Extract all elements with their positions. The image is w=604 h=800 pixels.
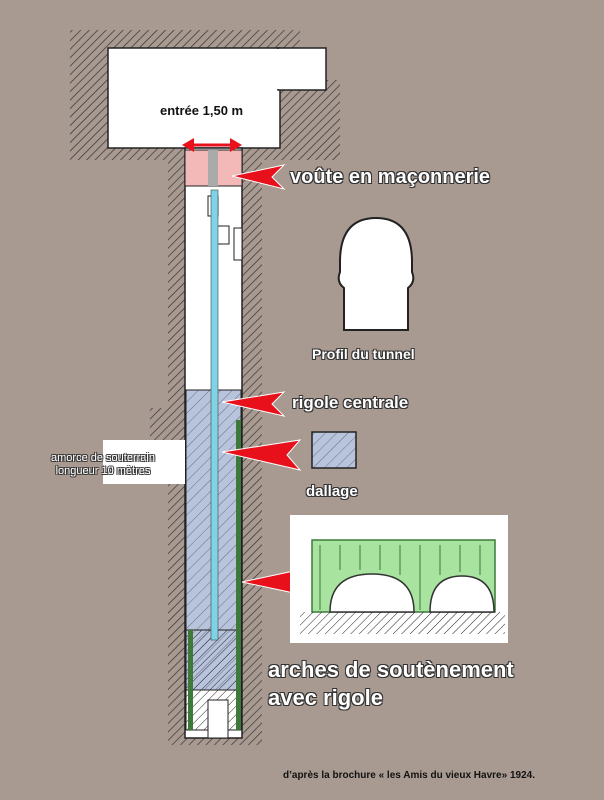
- profile-label: Profil du tunnel: [312, 346, 415, 362]
- arches-inset: [290, 515, 508, 643]
- paving-sample-square: [311, 431, 357, 469]
- channel-label: rigole centrale: [292, 393, 409, 412]
- gallery-label: amorce de souterrain longueur 10 mètres: [51, 452, 155, 477]
- source-credit: d’après la brochure « les Amis du vieux …: [283, 770, 535, 781]
- vault-pointer-arrow: [231, 164, 286, 190]
- paving-pointer-arrow: [221, 439, 302, 471]
- gallery-label-box: [103, 440, 185, 484]
- arches-label: arches de soutènement avec rigole: [268, 657, 514, 710]
- channel-pointer-arrow: [221, 391, 286, 417]
- tunnel-profile-shape: [337, 216, 415, 331]
- central-channel: [210, 189, 219, 641]
- paving-label: dallage: [306, 483, 358, 500]
- entrance-width-arrow: [182, 138, 242, 152]
- vault-label: voûte en maçonnerie: [290, 166, 491, 188]
- entrance-room: [107, 47, 281, 149]
- entrance-width-label: entrée 1,50 m: [160, 103, 244, 118]
